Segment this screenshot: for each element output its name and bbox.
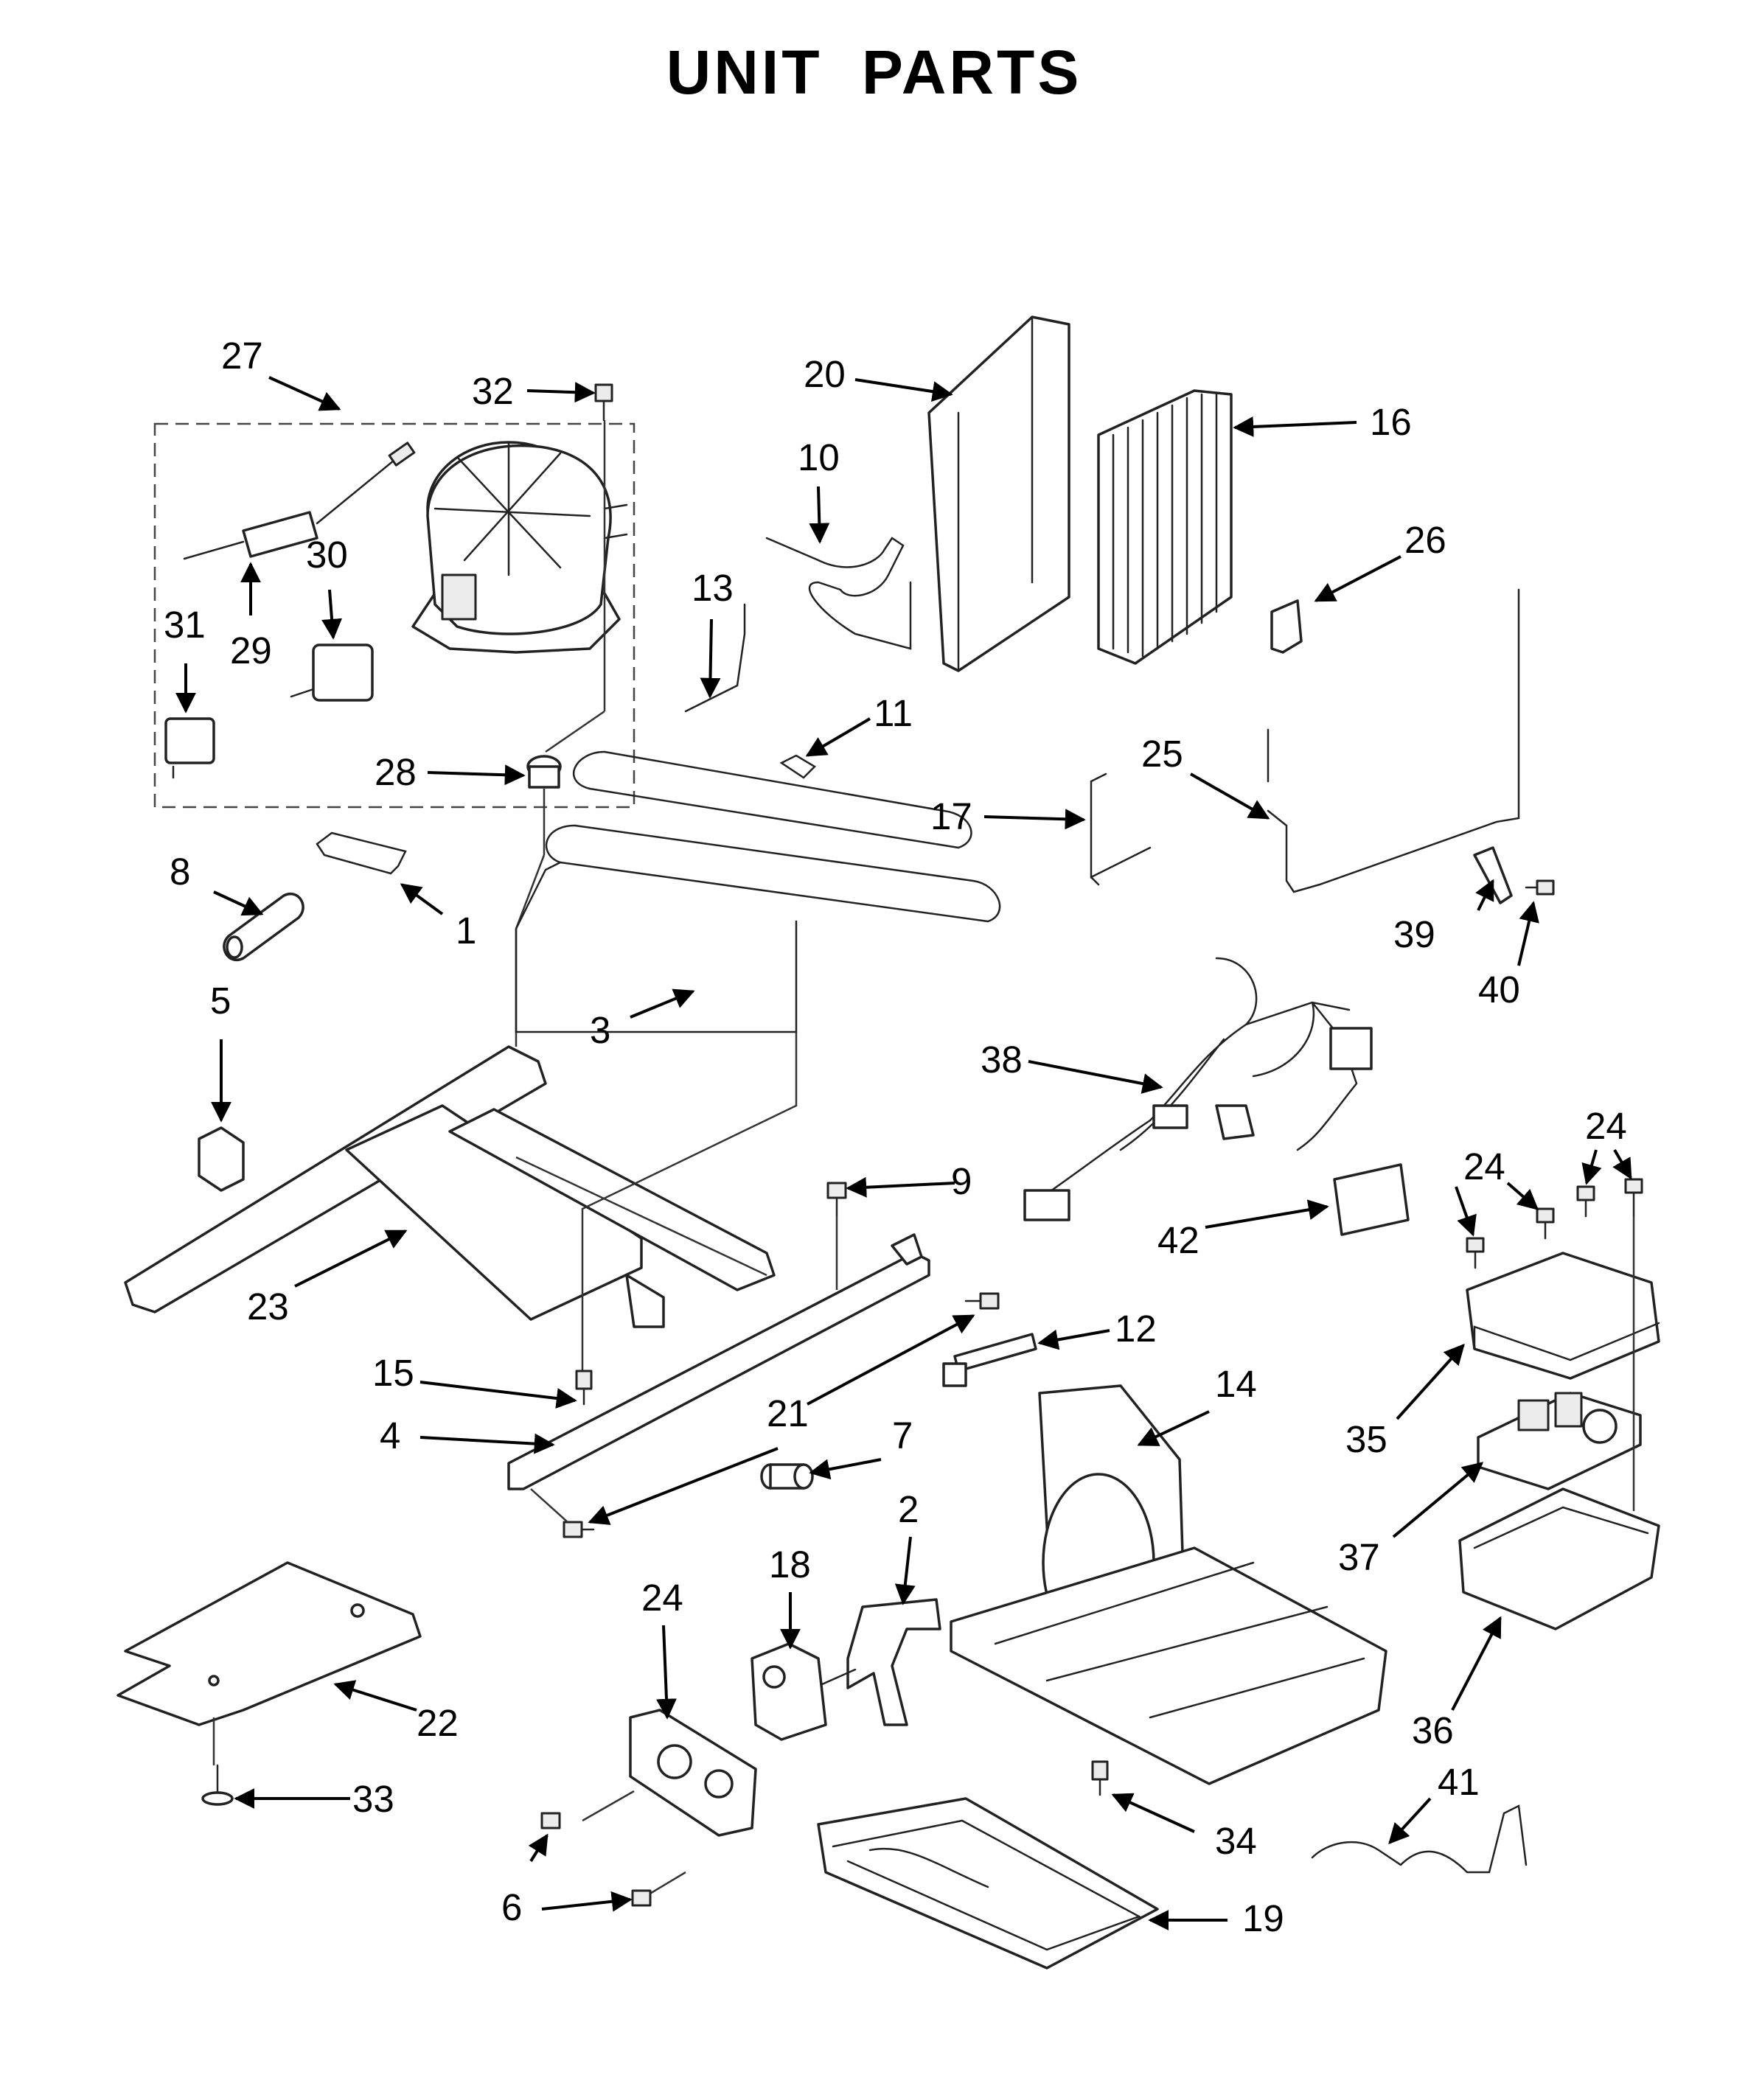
- cover-22-part[interactable]: [116, 1561, 422, 1726]
- control-cover-36-part[interactable]: [1466, 1252, 1660, 1380]
- condenser-16-part[interactable]: [1097, 389, 1233, 665]
- clip-5-part[interactable]: [198, 1126, 245, 1192]
- callout-35: 34: [1215, 1820, 1257, 1862]
- callout-25: 24: [641, 1577, 683, 1619]
- screw-33-part[interactable]: [594, 383, 613, 422]
- screw-41-part[interactable]: [1525, 879, 1555, 896]
- callout-5: 5: [210, 980, 231, 1022]
- tube-8-part[interactable]: [223, 893, 304, 961]
- control-housing-37-part[interactable]: [1458, 1487, 1660, 1630]
- callout-23: 23: [247, 1286, 289, 1328]
- rail-4-part[interactable]: [507, 1233, 930, 1490]
- leader-lines: [175, 376, 1632, 1930]
- callout-11: 11: [874, 692, 913, 734]
- overload-32-part[interactable]: [164, 717, 215, 779]
- callout-39: 38: [981, 1039, 1023, 1081]
- callout-7: 7: [892, 1414, 913, 1457]
- callout-2: 2: [898, 1488, 919, 1530]
- relay-31-part[interactable]: [290, 643, 374, 702]
- callout-42: 41: [1438, 1761, 1480, 1803]
- clip-27-part[interactable]: [1270, 599, 1303, 654]
- fan-blade-2-part[interactable]: [846, 1598, 941, 1726]
- callout-41: 40: [1478, 969, 1520, 1011]
- callout-38: 37: [1338, 1536, 1380, 1578]
- tube-42-part[interactable]: [1311, 1804, 1528, 1874]
- compressor-kit-outline: [153, 422, 636, 809]
- callout-10: 10: [798, 436, 840, 478]
- callout-3: 3: [590, 1009, 610, 1051]
- callout-29: 28: [375, 751, 417, 793]
- callout-28: 27: [221, 335, 263, 377]
- screws-21-part[interactable]: [563, 1292, 1000, 1538]
- clip-11-part[interactable]: [779, 754, 817, 779]
- tube-13-part[interactable]: [684, 603, 746, 713]
- callout-27: 26: [1404, 519, 1446, 561]
- callout-15: 15: [372, 1352, 414, 1394]
- callout-13: 13: [692, 567, 734, 609]
- callout-24a: 24: [1585, 1105, 1627, 1147]
- bracket-40-part[interactable]: [1473, 846, 1513, 904]
- callout-24b: 24: [1463, 1145, 1505, 1187]
- tube-10-part[interactable]: [765, 537, 912, 650]
- grommet-7-part[interactable]: [760, 1463, 814, 1490]
- callout-16: 16: [1370, 401, 1412, 443]
- wire-harness-39-part[interactable]: [1023, 957, 1373, 1221]
- callout-34: 33: [352, 1778, 394, 1820]
- heater-3-part[interactable]: [515, 750, 1001, 1033]
- callout-8: 8: [170, 851, 190, 893]
- callout-32: 31: [164, 604, 206, 646]
- drier-30-part[interactable]: [183, 442, 416, 560]
- callout-20: 20: [804, 353, 846, 395]
- callout-6: 6: [501, 1886, 522, 1928]
- grommet-29-part[interactable]: [526, 755, 562, 789]
- callout-36: 35: [1345, 1418, 1387, 1460]
- callout-14: 14: [1215, 1363, 1257, 1405]
- callout-33: 32: [472, 370, 514, 412]
- callout-17: 17: [930, 795, 972, 837]
- callout-21: 21: [767, 1392, 809, 1434]
- callout-40: 39: [1393, 913, 1435, 955]
- wire-17-part[interactable]: [1090, 772, 1152, 886]
- callout-18: 18: [769, 1543, 811, 1586]
- callout-31: 30: [306, 534, 348, 576]
- fan-motor-18-part[interactable]: [751, 1642, 857, 1741]
- screw-35-part[interactable]: [1091, 1760, 1109, 1796]
- foot-34-part[interactable]: [201, 1764, 234, 1806]
- bracket-1-part[interactable]: [316, 831, 407, 875]
- page-title: UNIT PARTS: [666, 38, 1082, 107]
- drain-pan-19-part[interactable]: [817, 1797, 1159, 1970]
- callout-26: 25: [1141, 733, 1183, 775]
- screws-6-part[interactable]: [540, 1812, 652, 1907]
- compressor-part[interactable]: [411, 441, 628, 654]
- shroud-14-part[interactable]: [950, 1384, 1387, 1785]
- motor-bracket-25-part[interactable]: [629, 1709, 757, 1837]
- callout-19: 19: [1242, 1897, 1284, 1939]
- sensor-26-part[interactable]: [1267, 588, 1520, 893]
- screws-24-part[interactable]: [1466, 1178, 1643, 1269]
- callout-1: 1: [456, 910, 476, 952]
- callout-30: 29: [230, 629, 272, 671]
- screw-15-part[interactable]: [575, 1370, 593, 1406]
- frame-rail-23-part[interactable]: [124, 1045, 776, 1328]
- board-43-part[interactable]: [1333, 1163, 1410, 1236]
- callout-4: 4: [380, 1414, 400, 1457]
- callout-37: 36: [1412, 1709, 1454, 1751]
- evaporator-cover-20-part[interactable]: [927, 315, 1070, 672]
- callout-43: 42: [1157, 1219, 1199, 1261]
- tie-strap-12-part[interactable]: [942, 1333, 1037, 1387]
- callout-12: 12: [1115, 1308, 1157, 1350]
- callout-9: 9: [951, 1160, 972, 1202]
- callout-labels: 27 32 20 16 10 30 26 13 31 29 11 25 28 1…: [164, 335, 1627, 1939]
- screw-9-part[interactable]: [826, 1182, 847, 1218]
- control-board-38-part[interactable]: [1477, 1392, 1642, 1490]
- callout-22: 22: [417, 1702, 459, 1744]
